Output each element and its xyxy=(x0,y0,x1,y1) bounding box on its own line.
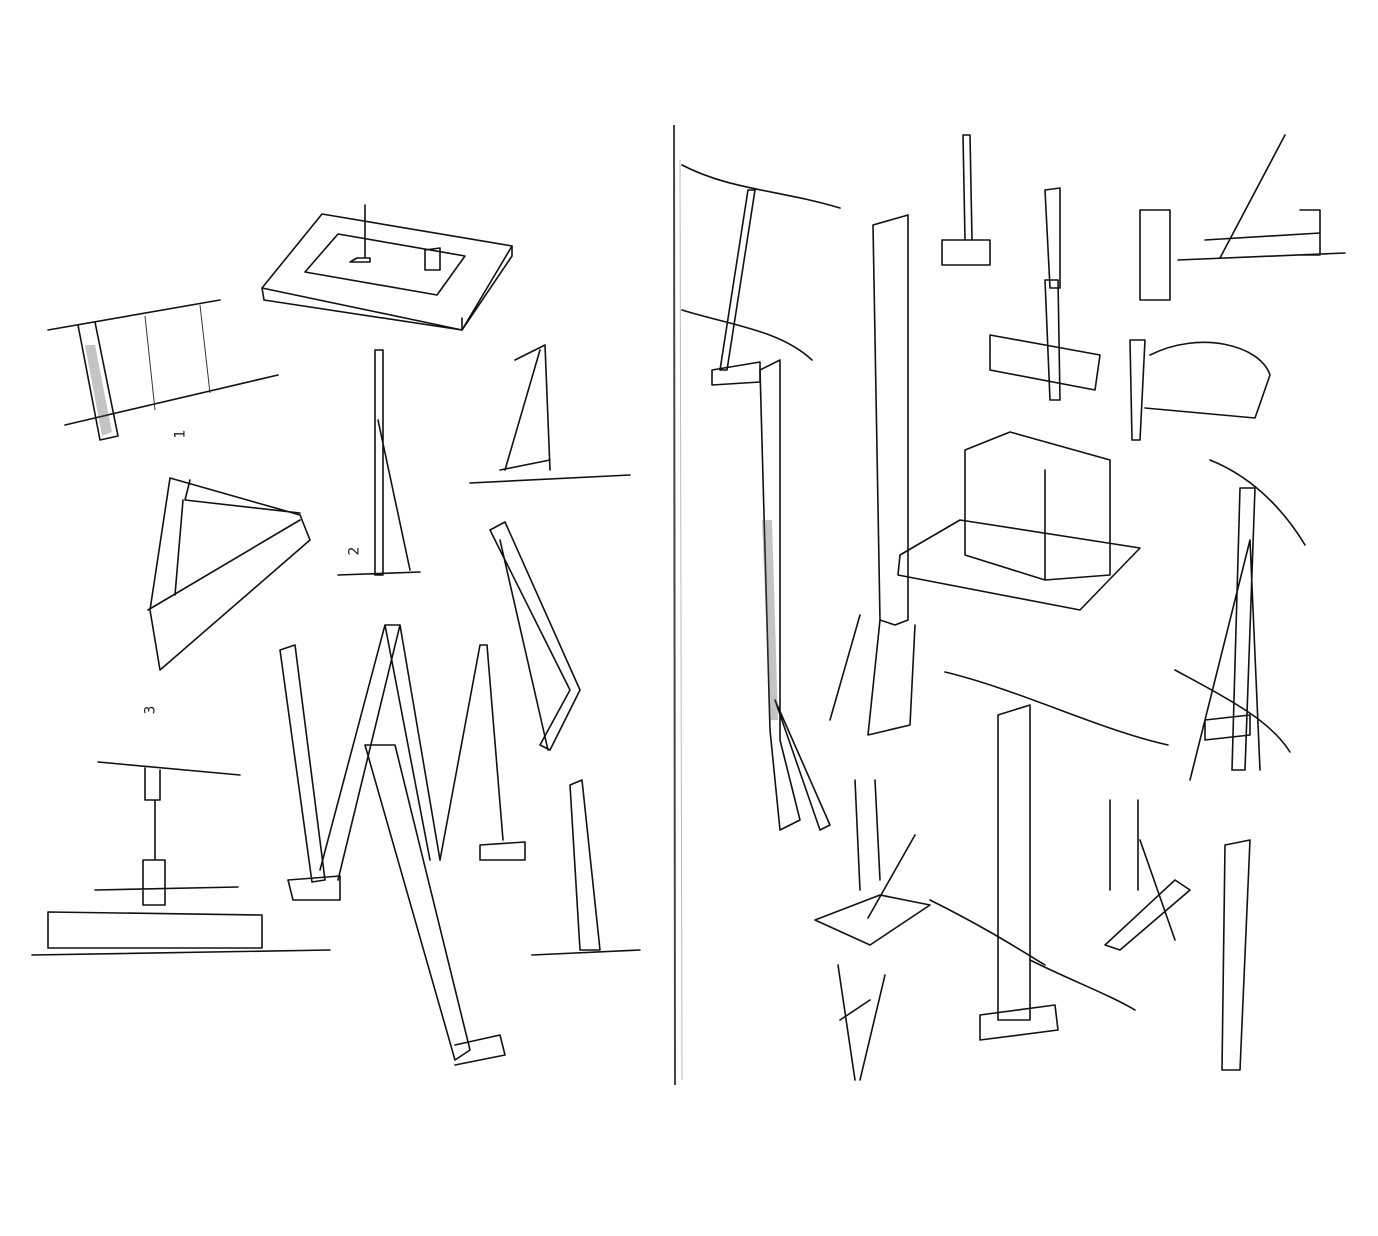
right-page-sketches xyxy=(681,134,1346,1081)
page-edge xyxy=(679,159,683,1081)
sketch-number-2: 2 xyxy=(346,546,363,556)
sketch-zigzag-beams xyxy=(279,521,641,1066)
sketch-3-elevation xyxy=(31,761,331,956)
sketch-triangle-frame xyxy=(147,477,311,671)
sketch-1-frame xyxy=(47,299,279,441)
sketch-platform xyxy=(261,204,513,331)
left-page-sketches xyxy=(31,204,641,1066)
page-gutter xyxy=(673,124,676,1086)
sketch-number-3: 3 xyxy=(142,705,159,715)
sketch-number-1: 1 xyxy=(172,429,189,439)
sketch-2-pole xyxy=(337,344,631,576)
